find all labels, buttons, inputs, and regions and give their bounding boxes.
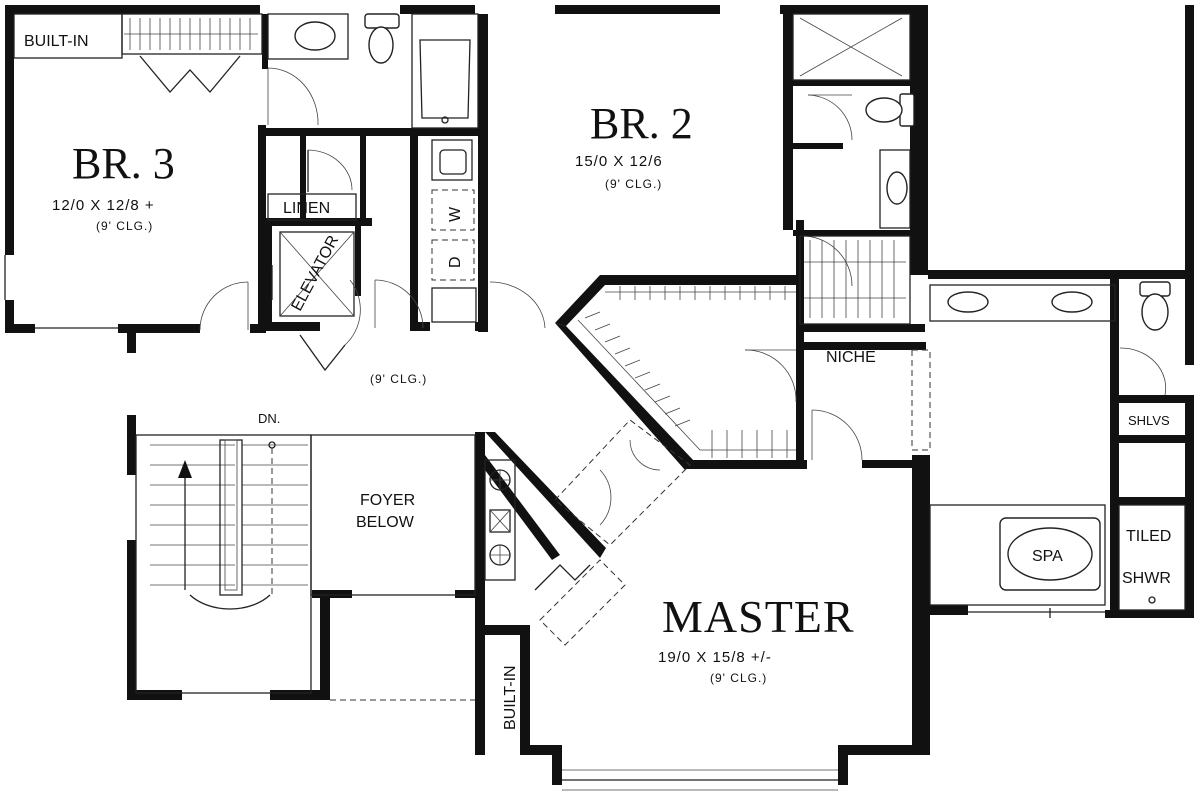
br3-ceiling: (9' CLG.) (96, 219, 153, 233)
labels: BUILT-IN BR. 3 12/0 X 12/8 + (9' CLG.) L… (24, 33, 1171, 730)
br2-name: BR. 2 (590, 99, 693, 148)
master-closet (554, 286, 796, 546)
dryer-label: D (447, 256, 464, 268)
shlvs-label: SHLVS (1128, 413, 1170, 428)
foyer-below (310, 434, 626, 701)
bath-2 (792, 13, 915, 325)
stairs-dn-label: DN. (258, 411, 280, 426)
br3-dims: 12/0 X 12/8 + (52, 197, 155, 214)
tiled-label: TILED (1126, 528, 1171, 545)
master-bath (911, 281, 1186, 618)
stairs (135, 434, 312, 694)
master-name: MASTER (662, 591, 855, 642)
niche-label: NICHE (826, 349, 876, 366)
washer-label: W (447, 206, 464, 222)
hall-ceiling: (9' CLG.) (370, 372, 427, 386)
br2-dims: 15/0 X 12/6 (575, 153, 663, 170)
elevator-label: ELEVATOR (289, 233, 343, 314)
br3-closet (13, 13, 263, 93)
linen-label: LINEN (283, 200, 330, 217)
br2-ceiling: (9' CLG.) (605, 177, 662, 191)
built-in-bottom-label: BUILT-IN (502, 665, 519, 730)
door-swings (199, 94, 1167, 461)
foyer-line2: BELOW (356, 514, 415, 531)
foyer-line1: FOYER (360, 492, 415, 509)
master-dims: 19/0 X 15/8 +/- (658, 649, 772, 666)
built-in-top-label: BUILT-IN (24, 33, 89, 50)
master-ceiling: (9' CLG.) (710, 671, 767, 685)
elevator (271, 231, 361, 372)
linen-laundry (267, 139, 477, 323)
br3-name: BR. 3 (72, 139, 175, 188)
spa-label: SPA (1032, 548, 1063, 565)
bath-1 (267, 13, 479, 129)
walls (5, 5, 1194, 785)
shwr-label: SHWR (1122, 570, 1171, 587)
master-bay (562, 769, 838, 791)
